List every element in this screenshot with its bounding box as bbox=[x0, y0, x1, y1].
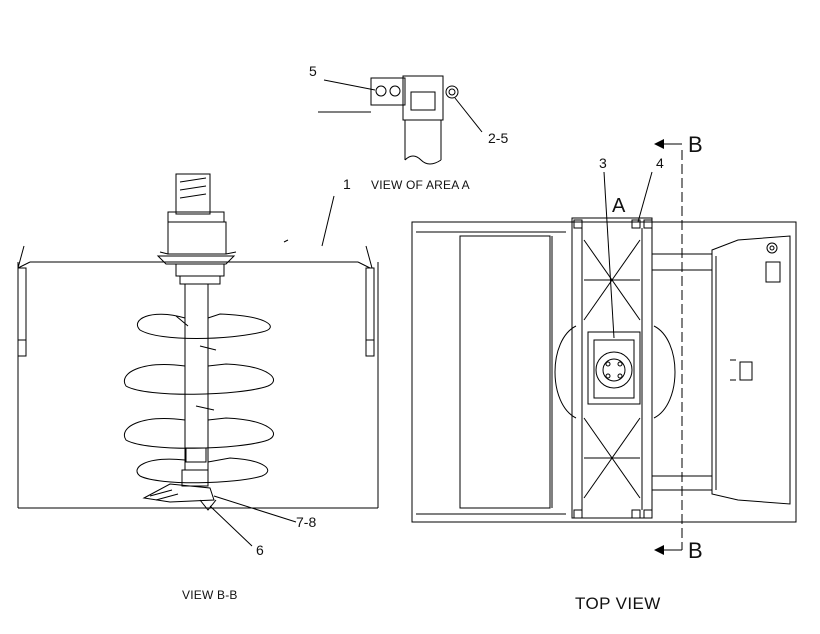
section-label-b-bottom: B bbox=[688, 538, 703, 563]
callout-1: 1 bbox=[343, 176, 351, 192]
callout-4: 4 bbox=[656, 155, 664, 171]
section-arrows bbox=[654, 139, 664, 555]
callout-3: 3 bbox=[599, 155, 607, 171]
callout-7-8: 7-8 bbox=[296, 514, 317, 530]
caption-top-view: TOP VIEW bbox=[575, 594, 661, 613]
callout-2-5: 2-5 bbox=[488, 130, 509, 146]
caption-view-of-area-a: VIEW OF AREA A bbox=[371, 178, 470, 192]
section-label-b-top: B bbox=[688, 132, 703, 157]
top-view bbox=[411, 143, 797, 551]
section-view-b-b bbox=[17, 173, 379, 547]
caption-view-b-b: VIEW B-B bbox=[182, 588, 238, 602]
area-letter-a: A bbox=[612, 195, 626, 217]
callout-6: 6 bbox=[256, 542, 264, 558]
callout-5: 5 bbox=[309, 63, 317, 79]
detail-view-area-a bbox=[318, 75, 483, 165]
